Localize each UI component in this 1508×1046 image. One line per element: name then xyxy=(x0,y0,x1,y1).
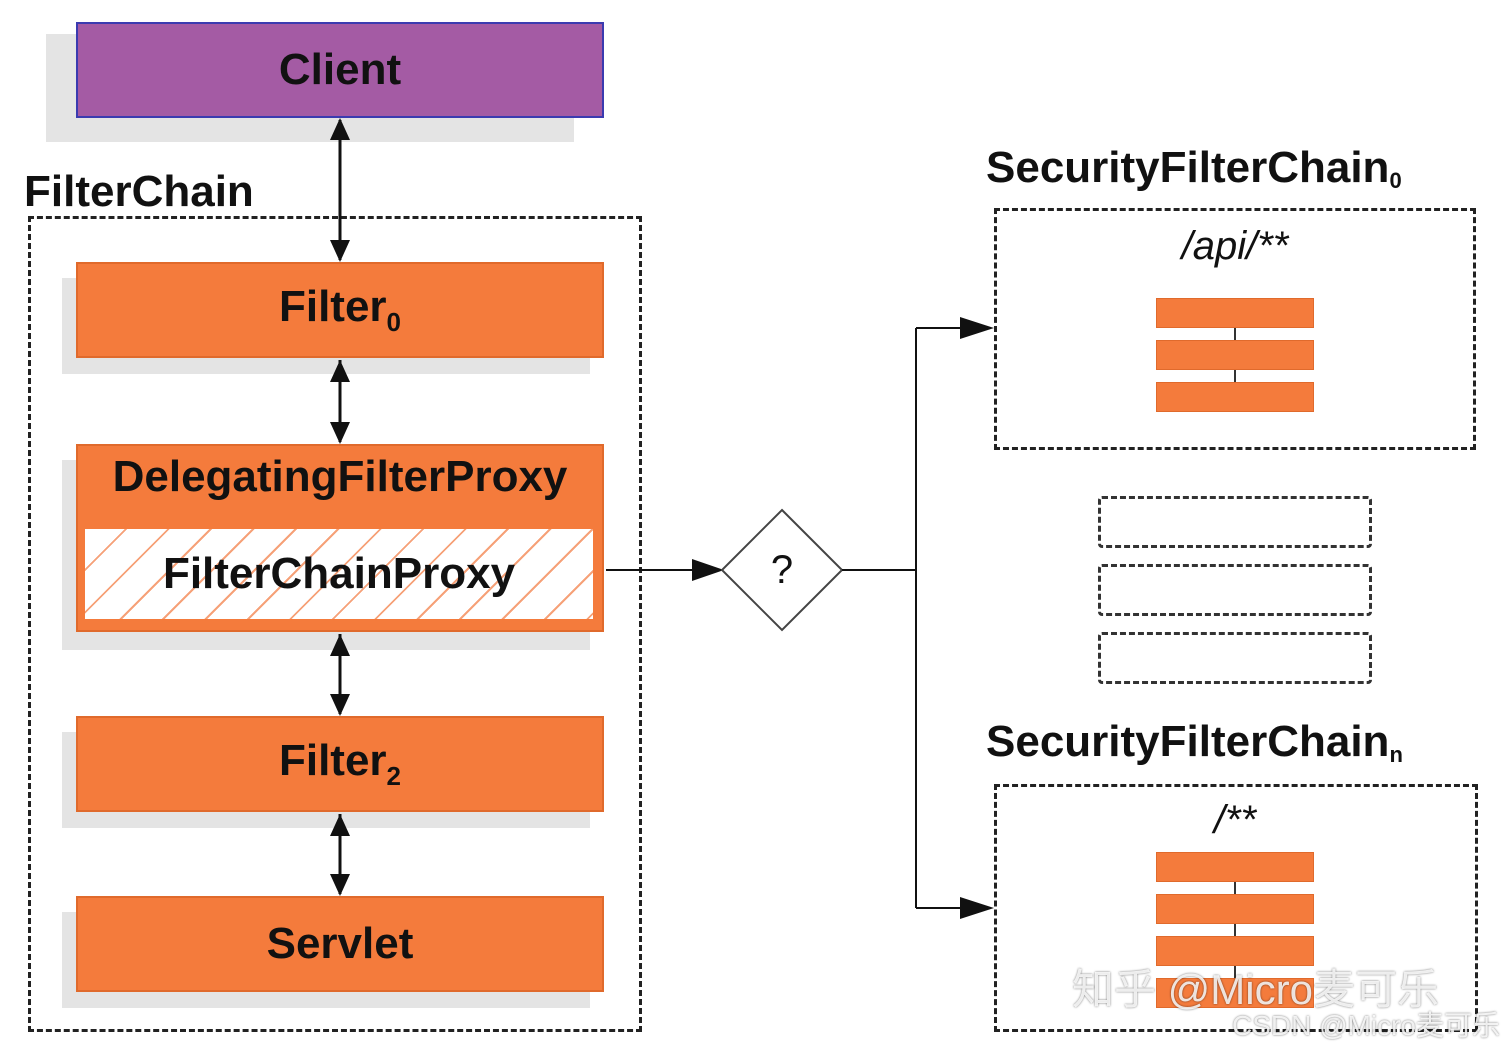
security-chain-n-filter-3 xyxy=(1156,936,1314,966)
filter0-label: Filter0 xyxy=(278,282,402,337)
placeholder-chain-1 xyxy=(1098,496,1372,548)
filter2-box: Filter2 xyxy=(76,716,604,812)
security-chain-n-pattern: /** xyxy=(1213,798,1257,842)
filter-chain-container xyxy=(28,216,642,1032)
security-chain-n-filter-1 xyxy=(1156,852,1314,882)
watermark-zhihu: 知乎 @Micro麦可乐 xyxy=(1072,966,1439,1013)
arrowhead-to-chain-0 xyxy=(960,317,994,339)
servlet-label: Servlet xyxy=(266,919,414,968)
filter0-subscript: 0 xyxy=(386,307,402,337)
security-chain-n-filter-2 xyxy=(1156,894,1314,924)
security-chain-n-filter-4 xyxy=(1156,978,1314,1008)
security-chain-0-filter-3 xyxy=(1156,382,1314,412)
filter-chain-title: FilterChain xyxy=(24,167,254,216)
arrow-proxy-to-decision xyxy=(606,559,724,581)
security-chain-0-subscript: 0 xyxy=(1389,168,1402,193)
security-chain-0-container xyxy=(994,208,1476,450)
placeholder-chain-2 xyxy=(1098,564,1372,616)
decision-diamond xyxy=(720,508,844,632)
servlet-box: Servlet xyxy=(76,896,604,992)
delegating-filter-proxy-label: DelegatingFilterProxy xyxy=(112,452,568,501)
filter-chain-proxy-label: FilterChainProxy xyxy=(162,549,516,598)
security-chain-n-connector xyxy=(1234,864,1236,996)
bidirectional-arrow-delegating-filter2 xyxy=(330,634,350,716)
security-chain-0-title: SecurityFilterChain0 xyxy=(986,143,1402,193)
filter2-subscript: 2 xyxy=(386,761,402,791)
client-box: Client xyxy=(76,22,604,118)
filter0-box: Filter0 xyxy=(76,262,604,358)
security-chain-0-filter-2 xyxy=(1156,340,1314,370)
filter-chain-proxy-box: FilterChainProxy xyxy=(82,526,596,622)
security-chain-0-filter-1 xyxy=(1156,298,1314,328)
security-chain-n-title: SecurityFilterChainn xyxy=(986,717,1403,767)
security-chain-n-container xyxy=(994,784,1478,1032)
arrow-decision-to-chains xyxy=(842,327,965,909)
watermark-csdn: CSDN @Micro麦可乐 xyxy=(1232,1010,1500,1041)
filter2-label: Filter2 xyxy=(278,736,402,791)
arrowhead-to-chain-n xyxy=(960,897,994,919)
bidirectional-arrow-filter2-servlet xyxy=(330,814,350,896)
security-chain-0-pattern: /api/** xyxy=(1181,224,1289,268)
client-label: Client xyxy=(278,45,402,94)
bidirectional-arrow-filter0-delegating xyxy=(330,360,350,444)
placeholder-chain-3 xyxy=(1098,632,1372,684)
security-chain-n-subscript: n xyxy=(1389,742,1403,767)
bidirectional-arrow-client-filter0 xyxy=(330,118,350,262)
decision-label: ? xyxy=(770,548,794,592)
